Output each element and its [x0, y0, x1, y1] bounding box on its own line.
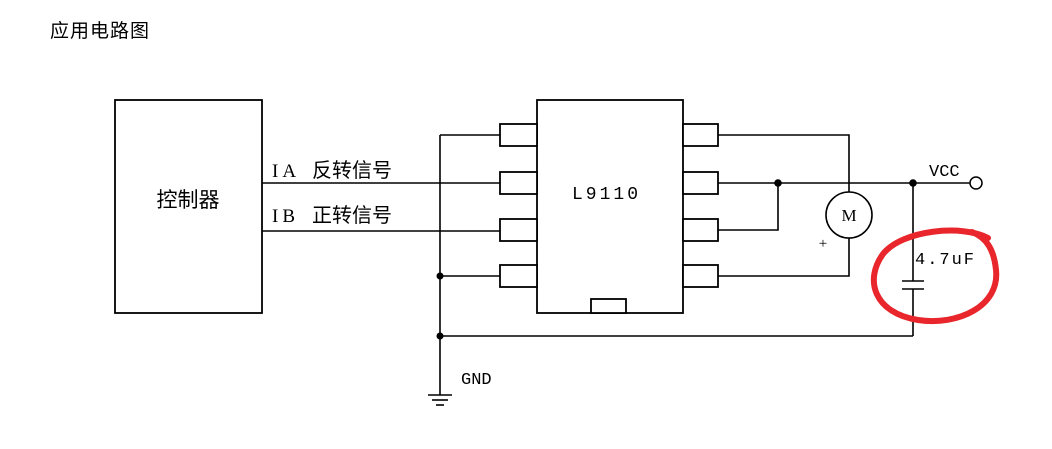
- chip-label: L9110: [572, 185, 641, 205]
- highlight-circle: [871, 227, 1000, 324]
- chip-pin-left-4: [499, 264, 538, 288]
- chip-pin-left-2: [499, 171, 538, 195]
- right-wiring: [718, 134, 970, 277]
- motor-top-wire: [718, 134, 850, 192]
- junction-dot: [774, 179, 782, 187]
- chip-body: [536, 99, 684, 314]
- vcc-terminal: VCC: [929, 163, 983, 190]
- controller-block: 控制器: [114, 99, 263, 314]
- vcc-terminal-circle: [969, 176, 983, 190]
- chip-l9110: L9110: [499, 99, 719, 314]
- vcc-label: VCC: [929, 163, 960, 182]
- signal-ia: IA 反转信号: [262, 159, 500, 184]
- capacitor: 4.7uF: [902, 183, 976, 336]
- motor-circle: [825, 191, 873, 239]
- ground-bus: [436, 134, 913, 395]
- signal-ia-pin: IA: [272, 161, 300, 182]
- junction-dot: [436, 332, 444, 340]
- chip-pin-right-4: [682, 264, 719, 288]
- signal-ib-label: 正转信号: [312, 204, 392, 227]
- controller-box: [114, 99, 263, 314]
- chip-pin-right-1: [682, 123, 719, 147]
- signal-ia-label: 反转信号: [312, 159, 392, 182]
- motor-bottom-wire: [718, 238, 850, 277]
- page-title: 应用电路图: [50, 21, 151, 42]
- motor-label: M: [841, 206, 856, 225]
- chip-pin-left-3: [499, 218, 538, 242]
- motor: M +: [819, 191, 873, 252]
- signal-ib: IB 正转信号: [262, 204, 500, 232]
- capacitor-value-label: 4.7uF: [915, 251, 976, 270]
- chip-pin-right-2: [682, 171, 719, 195]
- pin-bridge-wire: [718, 183, 779, 231]
- motor-polarity-label: +: [819, 236, 827, 252]
- chip-pin-left-1: [499, 123, 538, 147]
- junction-dot: [436, 272, 444, 280]
- chip-notch: [590, 298, 627, 314]
- chip-pin-right-3: [682, 218, 719, 242]
- ground-symbol: GND: [428, 371, 492, 406]
- signal-ib-pin: IB: [272, 206, 299, 227]
- gnd-label: GND: [461, 371, 492, 390]
- controller-label: 控制器: [157, 188, 220, 212]
